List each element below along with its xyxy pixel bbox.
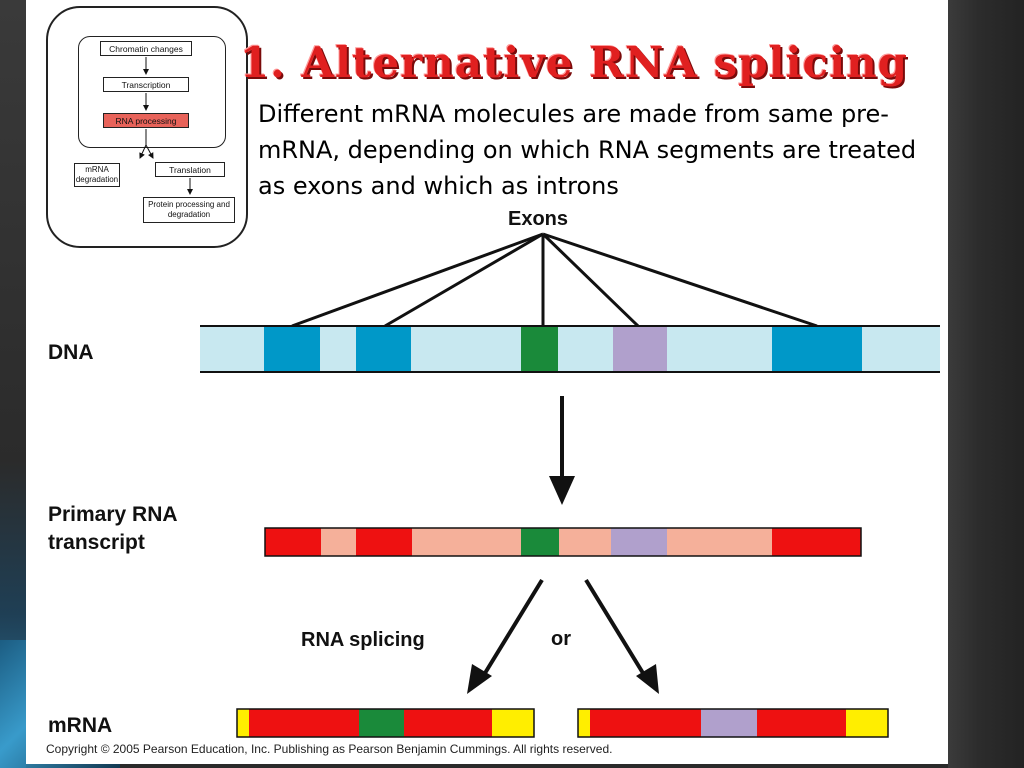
exon-pointer-lines xyxy=(291,232,818,328)
slide-subtitle: Different mRNA molecules are made from s… xyxy=(258,100,917,200)
or-label: or xyxy=(551,628,571,650)
protein-processing-box: Protein processing and degradation xyxy=(143,197,235,223)
mrna-variant-2 xyxy=(577,708,889,738)
rna-splicing-label: RNA splicing xyxy=(301,629,425,651)
dna-exon-5 xyxy=(772,326,862,372)
mrna-label: mRNA xyxy=(48,714,113,737)
dna-exon-2 xyxy=(356,326,411,372)
copyright-notice: Copyright © 2005 Pearson Education, Inc.… xyxy=(46,742,613,756)
exons-label: Exons xyxy=(508,208,569,230)
primary-rna-transcript-label: Primary RNA transcript xyxy=(48,503,177,554)
nucleus-outline xyxy=(78,36,226,148)
background-right-panel xyxy=(948,0,1024,768)
dna-label: DNA xyxy=(48,341,94,364)
translation-box: Translation xyxy=(155,162,225,177)
dna-exon-1 xyxy=(264,326,320,372)
rna-processing-box: RNA processing xyxy=(103,113,189,128)
transcription-arrowhead xyxy=(549,476,575,505)
dna-strand xyxy=(200,325,940,373)
mrna-variant-1 xyxy=(236,708,535,738)
mrna-degradation-box: mRNA degradation xyxy=(74,163,120,187)
splicing-arrows xyxy=(467,578,659,694)
slide-title: 1. Alternative RNA splicing xyxy=(240,38,908,87)
inset-arrows xyxy=(139,57,193,195)
dna-exon-3 xyxy=(521,326,558,372)
chromatin-changes-box: Chromatin changes xyxy=(100,41,192,56)
dna-exon-4 xyxy=(613,326,667,372)
transcription-box: Transcription xyxy=(103,77,189,92)
primary-rna-transcript-bar xyxy=(264,527,862,557)
